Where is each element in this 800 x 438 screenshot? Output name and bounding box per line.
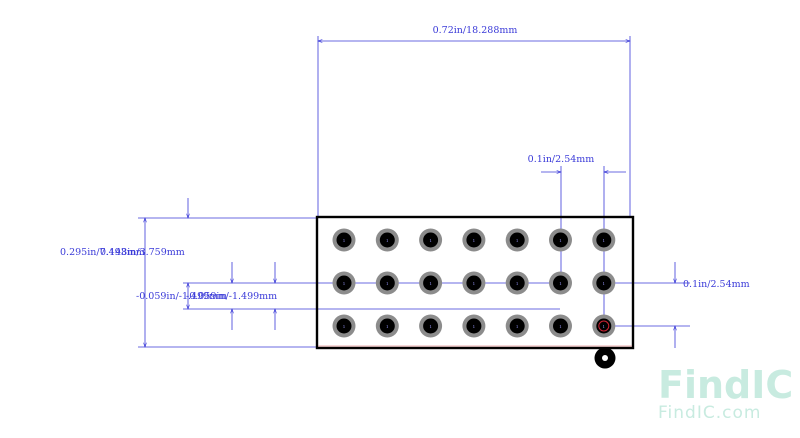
pad-label: 1: [603, 281, 606, 286]
pad-label: 1: [473, 238, 476, 243]
pad-label: 1: [516, 238, 519, 243]
pad-grid: 1 1 1 1 1 1 1 1 1 1 1 1 1 1 1 1 1 1 1 1 1: [332, 228, 616, 338]
pad-label: 1: [343, 281, 346, 286]
pad-label: 1: [386, 324, 389, 329]
pad: 1: [462, 228, 486, 252]
pin1-pad-marker: [598, 320, 610, 332]
pad-label: 1: [429, 324, 432, 329]
overall-height-label: 0.295in/7.493mm: [60, 247, 145, 258]
pad: 1: [332, 271, 356, 295]
pad-label: 1: [473, 281, 476, 286]
pad: 1: [505, 314, 529, 338]
pad: 1: [549, 228, 572, 252]
pad: 1: [419, 314, 443, 338]
component-outline: [315, 215, 635, 350]
pad: 1: [462, 314, 486, 338]
pad-label: 1: [603, 324, 606, 329]
pad: 1: [505, 271, 529, 295]
pad-label: 1: [559, 238, 562, 243]
offset-left-label-a: -0.059in/-1.499mm: [136, 291, 227, 302]
pad-label: 1: [516, 324, 519, 329]
pad: 1: [332, 228, 356, 252]
pad-label: 1: [473, 324, 476, 329]
pad-label: 1: [386, 238, 389, 243]
watermark: FindIC FindIC.com: [658, 363, 793, 423]
pitch-horizontal-label: 0.1in/2.54mm: [528, 154, 595, 165]
overall-width-label: 0.72in/18.288mm: [433, 25, 518, 36]
pitch-vertical-label: 0.1in/2.54mm: [683, 279, 750, 290]
pad: 1: [375, 228, 399, 252]
pad: 1: [592, 314, 616, 338]
pad-label: 1: [429, 281, 432, 286]
pad-label: 1: [603, 238, 606, 243]
dim-pitch-vertical: [604, 262, 690, 348]
watermark-brand: FindIC: [658, 363, 793, 407]
offset-top-label: 0.148in/3.759mm: [100, 247, 185, 258]
pad-label: 1: [516, 281, 519, 286]
offset-left-label-b: -0.059in/-1.499mm: [186, 291, 277, 302]
pad: 1: [549, 314, 572, 338]
pad-label: 1: [559, 281, 562, 286]
pad: 1: [462, 271, 486, 295]
pad: 1: [549, 271, 572, 295]
pad-label: 1: [343, 238, 346, 243]
pad-label: 1: [429, 238, 432, 243]
pad: 1: [375, 314, 399, 338]
pad: 1: [592, 271, 616, 295]
pad-label: 1: [343, 324, 346, 329]
pad-label: 1: [559, 324, 562, 329]
pin1-indicator: [594, 347, 616, 369]
pad-label: 1: [386, 281, 389, 286]
pad: 1: [375, 271, 399, 295]
dim-offset-left: [183, 262, 560, 330]
watermark-url: FindIC.com: [658, 403, 761, 423]
dim-overall-width: [318, 36, 630, 216]
pad: 1: [419, 271, 443, 295]
dim-overall-height: [138, 198, 316, 347]
pad: 1: [505, 228, 529, 252]
pad: 1: [592, 228, 616, 252]
pad: 1: [332, 314, 356, 338]
pad: 1: [419, 228, 443, 252]
